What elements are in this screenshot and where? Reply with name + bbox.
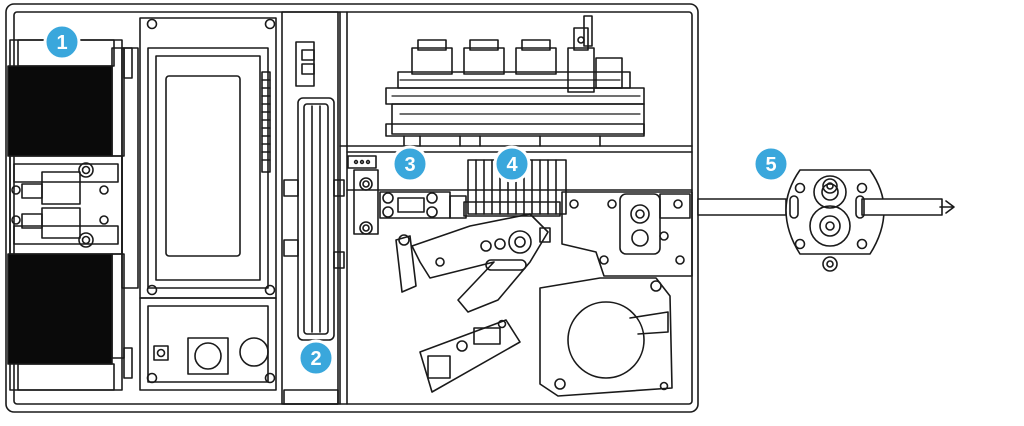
controller-board-stack	[385, 15, 645, 147]
svg-text:3: 3	[404, 154, 415, 176]
callout-4: 4	[493, 145, 531, 183]
motor-coil-upper	[7, 65, 113, 157]
board-pin-rows	[391, 79, 641, 115]
belt-rail-assembly	[281, 11, 345, 405]
svg-text:2: 2	[310, 348, 321, 370]
svg-text:1: 1	[56, 32, 67, 54]
arrow-right-icon	[939, 200, 955, 214]
extruder-lever-arm	[395, 213, 551, 313]
motor-coil-lower	[7, 253, 113, 365]
callout-2: 2	[297, 339, 335, 377]
svg-text:4: 4	[506, 154, 518, 176]
sensor-board	[419, 319, 521, 393]
blower-fan	[539, 277, 673, 397]
switch-connector-block	[347, 155, 467, 235]
callout-1: 1	[43, 23, 81, 61]
lcd-pin-header	[261, 71, 271, 173]
callout-markers: 1 2 3 4 5	[43, 23, 790, 377]
lcd-display-module	[121, 17, 277, 391]
hotend-bracket	[561, 191, 693, 277]
callout-3: 3	[391, 145, 429, 183]
svg-text:5: 5	[765, 154, 776, 176]
filament-spool-feeder	[697, 169, 955, 272]
callout-5: 5	[752, 145, 790, 183]
stepper-motor-assembly	[7, 39, 133, 391]
